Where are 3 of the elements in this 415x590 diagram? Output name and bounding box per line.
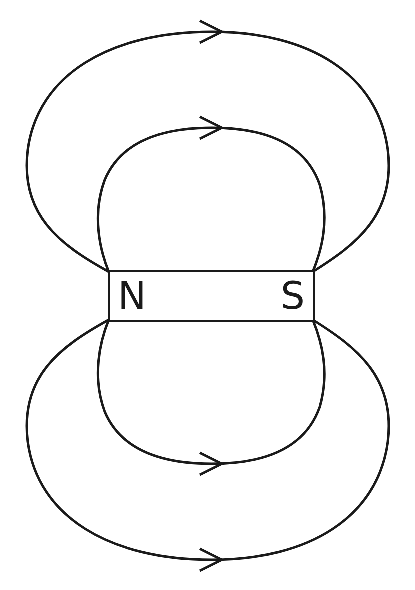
pole-label: S <box>280 276 305 316</box>
pole-label: N <box>118 276 146 316</box>
bar-magnet <box>108 270 315 322</box>
